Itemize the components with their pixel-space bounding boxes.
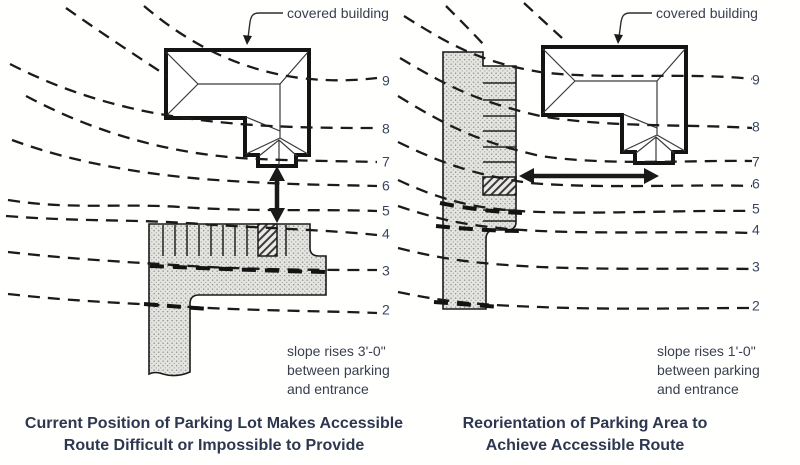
contour-line-3 <box>7 250 378 272</box>
parking-stall-lines <box>162 225 287 256</box>
contour-label-7: 7 <box>752 154 760 170</box>
slope-arrow-horizontal <box>519 168 659 184</box>
contour-line-6 <box>11 138 378 188</box>
contour-label-3: 3 <box>752 259 760 275</box>
panel-reorientation: covered building 9 8 7 6 5 4 3 2 slope r… <box>397 2 760 454</box>
contour-line-8 <box>9 62 378 130</box>
caption-line1: Reorientation of Parking Area to <box>463 415 708 432</box>
contour-line-fragment <box>445 5 485 46</box>
contour-label-2: 2 <box>752 298 760 314</box>
contour-line-5 <box>7 198 378 213</box>
contour-label-5: 5 <box>752 201 760 217</box>
accessible-stall-hatch <box>482 176 517 196</box>
caption-line1: Current Position of Parking Lot Makes Ac… <box>25 415 403 432</box>
caption-line2: Achieve Accessible Route <box>486 437 685 454</box>
caption-line2: Route Difficult or Impossible to Provide <box>64 437 365 454</box>
building-leader-line <box>618 12 652 38</box>
contour-label-8: 8 <box>752 119 760 135</box>
contour-line-7 <box>25 94 378 164</box>
slope-note-line2: between parking <box>657 362 760 378</box>
accessible-stall-hatch <box>257 223 278 257</box>
contour-line-4 <box>5 214 378 237</box>
leader-arrowhead <box>243 35 252 45</box>
contour-line-8 <box>399 57 753 130</box>
contour-label-8: 8 <box>382 121 390 137</box>
leader-arrowhead <box>614 34 623 44</box>
contour-label-2: 2 <box>382 302 390 318</box>
contour-line-7 <box>397 95 753 164</box>
contour-label-9: 9 <box>382 73 390 89</box>
building-label: covered building <box>287 5 389 21</box>
slope-note-line1: slope rises 3'-0" <box>287 343 386 359</box>
contour-4-bold-segment <box>435 224 525 233</box>
contour-label-6: 6 <box>382 178 390 194</box>
contour-line-fragment <box>523 2 563 39</box>
roof-hip-lines <box>542 48 686 162</box>
building-label: covered building <box>656 5 758 21</box>
building-outline <box>541 45 688 165</box>
contour-label-4: 4 <box>752 222 760 238</box>
parking-lot <box>148 223 327 377</box>
contour-line-3 <box>397 246 753 271</box>
slope-note-line1: slope rises 1'-0" <box>657 343 756 359</box>
contour-label-6: 6 <box>752 176 760 192</box>
contour-2-bold-segment <box>143 302 209 311</box>
contour-line-5 <box>397 178 753 214</box>
slope-note-line2: between parking <box>287 362 390 378</box>
contour-label-3: 3 <box>382 263 390 279</box>
roof-hip-lines <box>165 51 309 165</box>
contour-label-9: 9 <box>752 72 760 88</box>
contour-label-5: 5 <box>382 203 390 219</box>
contour-label-7: 7 <box>382 154 390 170</box>
building-leader-line <box>247 12 283 39</box>
contour-line-6 <box>397 140 753 188</box>
contour-2-bold-segment <box>433 300 501 309</box>
contour-line-9 <box>403 15 753 81</box>
contour-line-fragment <box>65 7 168 77</box>
contour-5-bold-segment <box>439 201 523 215</box>
slope-arrow-vertical <box>269 166 285 223</box>
contour-line-9 <box>143 5 378 82</box>
panel-current-position: covered building 9 8 7 6 5 4 3 2 slope r… <box>5 5 403 454</box>
contour-line-2 <box>397 290 753 310</box>
contour-label-4: 4 <box>382 226 390 242</box>
contour-line-4 <box>397 204 753 235</box>
building-outline <box>164 48 311 168</box>
slope-note-line3: and entrance <box>287 381 369 397</box>
slope-note-line3: and entrance <box>657 381 739 397</box>
